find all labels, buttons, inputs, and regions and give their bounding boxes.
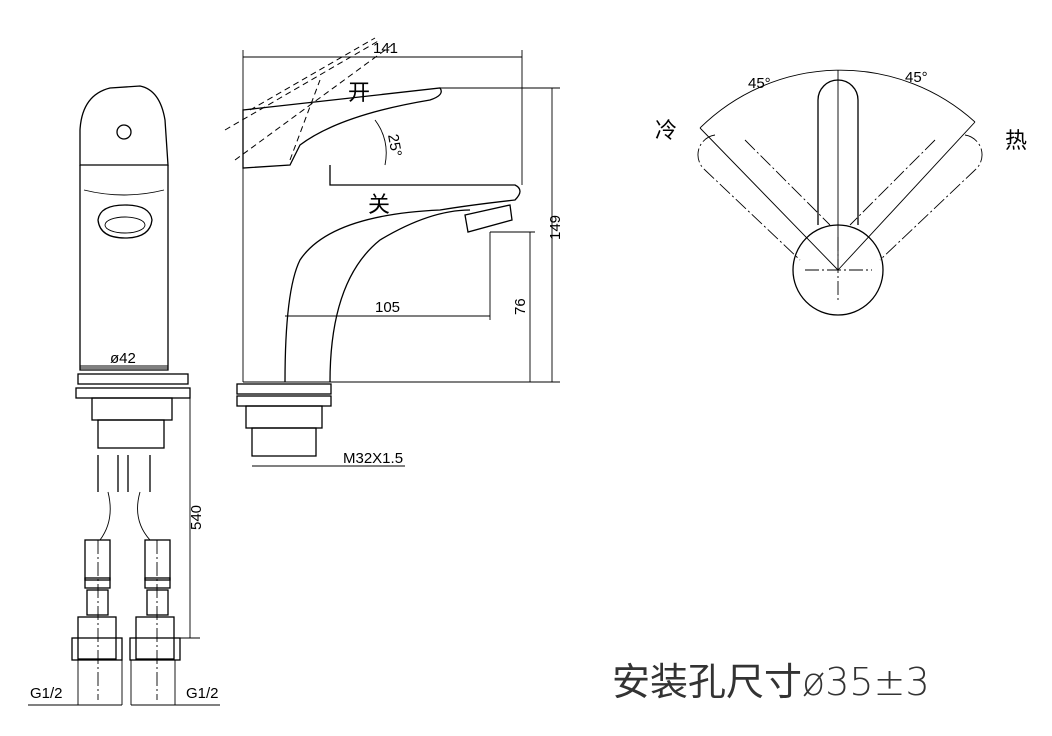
angle-right-label: 45°: [905, 69, 928, 86]
diameter-label: ø42: [110, 350, 136, 367]
installation-hole-note: 安装孔尺寸ø35±3: [612, 660, 930, 704]
open-label: 开: [348, 81, 370, 106]
side-view: 141 149 76 105 25° 开 关 M32X1.5: [224, 37, 564, 467]
thread-label: M32X1.5: [343, 450, 403, 467]
hose-fitting-left: [71, 539, 123, 700]
width-label: 141: [373, 40, 398, 57]
spout-height-label: 76: [512, 298, 529, 315]
front-view: ø42 540 G1/2 G1/2: [28, 85, 220, 706]
top-view: 45° 45° 冷 热: [655, 69, 1027, 316]
hose-length-label: 540: [188, 505, 205, 530]
height-label: 149: [547, 215, 564, 240]
close-label: 关: [368, 193, 390, 218]
thread-right-label: G1/2: [186, 685, 219, 702]
reach-label: 105: [375, 299, 400, 316]
hose-fitting-right: [129, 539, 181, 700]
angle-label: 25°: [384, 133, 405, 158]
hot-label: 热: [1005, 129, 1027, 154]
angle-left-label: 45°: [748, 75, 771, 92]
thread-left-label: G1/2: [30, 685, 63, 702]
cold-label: 冷: [655, 119, 677, 144]
